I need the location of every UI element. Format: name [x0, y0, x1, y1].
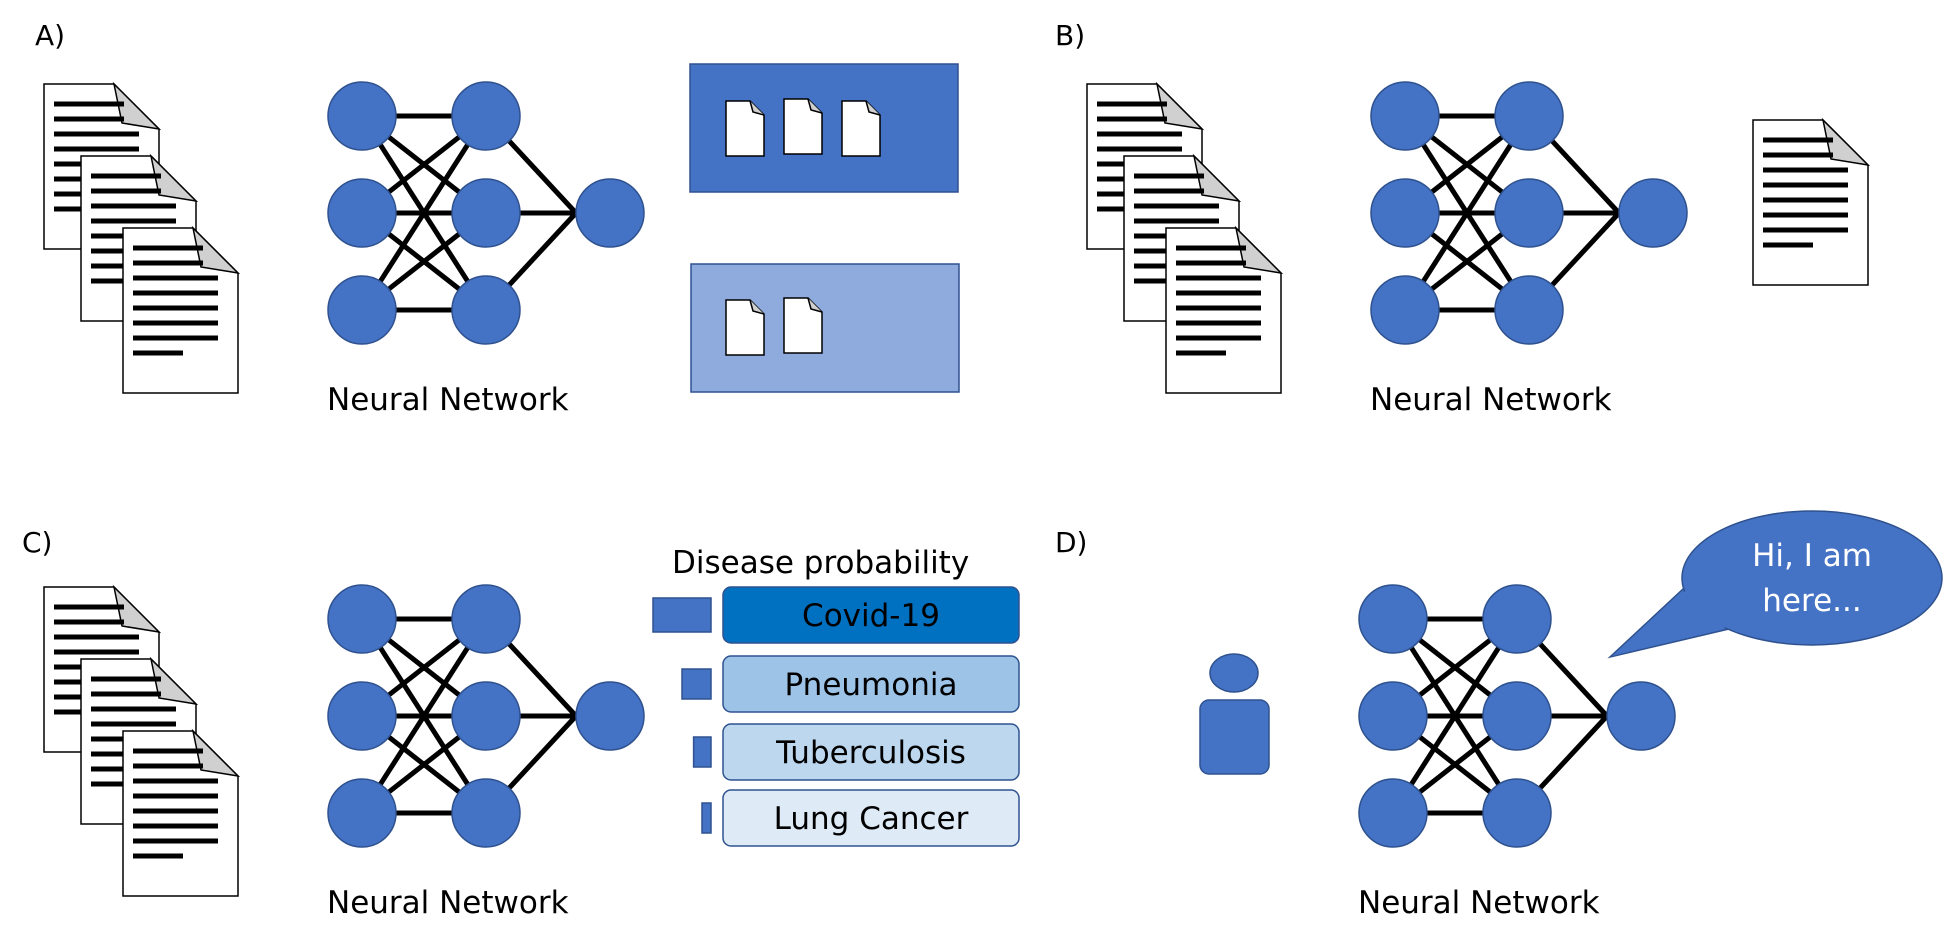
neural-network-c — [327, 584, 645, 848]
output-document-icon — [1752, 117, 1871, 286]
disease-row: Lung Cancer — [701, 789, 1020, 847]
neural-network-a — [327, 81, 645, 345]
speech-bubble: Hi, I am here... — [1607, 510, 1943, 659]
neural-network-d — [1358, 584, 1676, 848]
network-node — [451, 275, 521, 345]
disease-label: Covid-19 — [802, 598, 940, 634]
panel-label-c: C) — [22, 526, 52, 559]
small-document-icon — [841, 100, 881, 157]
network-node — [327, 275, 397, 345]
document-icon — [122, 225, 241, 394]
disease-label-box — [722, 655, 1020, 713]
network-node — [1482, 584, 1552, 654]
network-node — [451, 681, 521, 751]
network-node — [1482, 681, 1552, 751]
network-node — [451, 778, 521, 848]
panel-label-a: A) — [35, 19, 65, 52]
network-node — [1358, 778, 1428, 848]
network-node — [1370, 275, 1440, 345]
probability-bar — [692, 736, 712, 768]
probability-bar — [701, 802, 712, 834]
speech-bubble-line-1: Hi, I am — [1752, 538, 1872, 574]
document-icon — [1752, 117, 1871, 286]
disease-row: Tuberculosis — [692, 723, 1020, 781]
disease-row: Covid-19 — [652, 586, 1020, 644]
disease-label: Tuberculosis — [775, 735, 966, 771]
network-label-c: Neural Network — [327, 885, 569, 921]
document-stack-a — [43, 81, 241, 394]
small-document-icon — [783, 98, 823, 155]
network-node — [451, 178, 521, 248]
class-box-dark-docs — [725, 98, 881, 157]
panel-label-b: B) — [1055, 19, 1085, 52]
network-node — [1482, 778, 1552, 848]
document-icon — [122, 728, 241, 897]
disease-label-box — [722, 586, 1020, 644]
disease-row: Pneumonia — [681, 655, 1020, 713]
document-stack-b — [1086, 81, 1284, 394]
network-node — [451, 584, 521, 654]
network-node — [575, 681, 645, 751]
neural-network-b — [1370, 81, 1688, 345]
disease-label-box — [722, 723, 1020, 781]
network-node — [1358, 584, 1428, 654]
network-node — [1606, 681, 1676, 751]
person-icon — [1199, 653, 1270, 775]
network-node — [327, 81, 397, 151]
network-node — [1494, 81, 1564, 151]
document-stack-c — [43, 584, 241, 897]
network-node — [451, 81, 521, 151]
network-node — [1370, 178, 1440, 248]
small-document-icon — [725, 100, 765, 157]
speech-bubble-line-2: here... — [1762, 583, 1861, 619]
class-box-light-docs — [725, 297, 823, 356]
network-node — [327, 681, 397, 751]
disease-label-box — [722, 789, 1020, 847]
panel-label-d: D) — [1055, 526, 1087, 559]
network-label-a: Neural Network — [327, 382, 569, 418]
network-node — [1494, 275, 1564, 345]
network-node — [327, 778, 397, 848]
network-label-b: Neural Network — [1370, 382, 1612, 418]
network-node — [1494, 178, 1564, 248]
network-label-d: Neural Network — [1358, 885, 1600, 921]
disease-label: Pneumonia — [785, 667, 958, 703]
network-node — [575, 178, 645, 248]
document-icon — [1165, 225, 1284, 394]
small-document-icon — [783, 297, 823, 354]
network-node — [1618, 178, 1688, 248]
probability-bar — [652, 597, 712, 633]
disease-chart-title: Disease probability — [672, 545, 969, 581]
network-node — [327, 178, 397, 248]
disease-label: Lung Cancer — [774, 801, 969, 837]
network-node — [1370, 81, 1440, 151]
small-document-icon — [725, 299, 765, 356]
network-node — [1358, 681, 1428, 751]
network-node — [327, 584, 397, 654]
probability-bar — [681, 668, 712, 700]
